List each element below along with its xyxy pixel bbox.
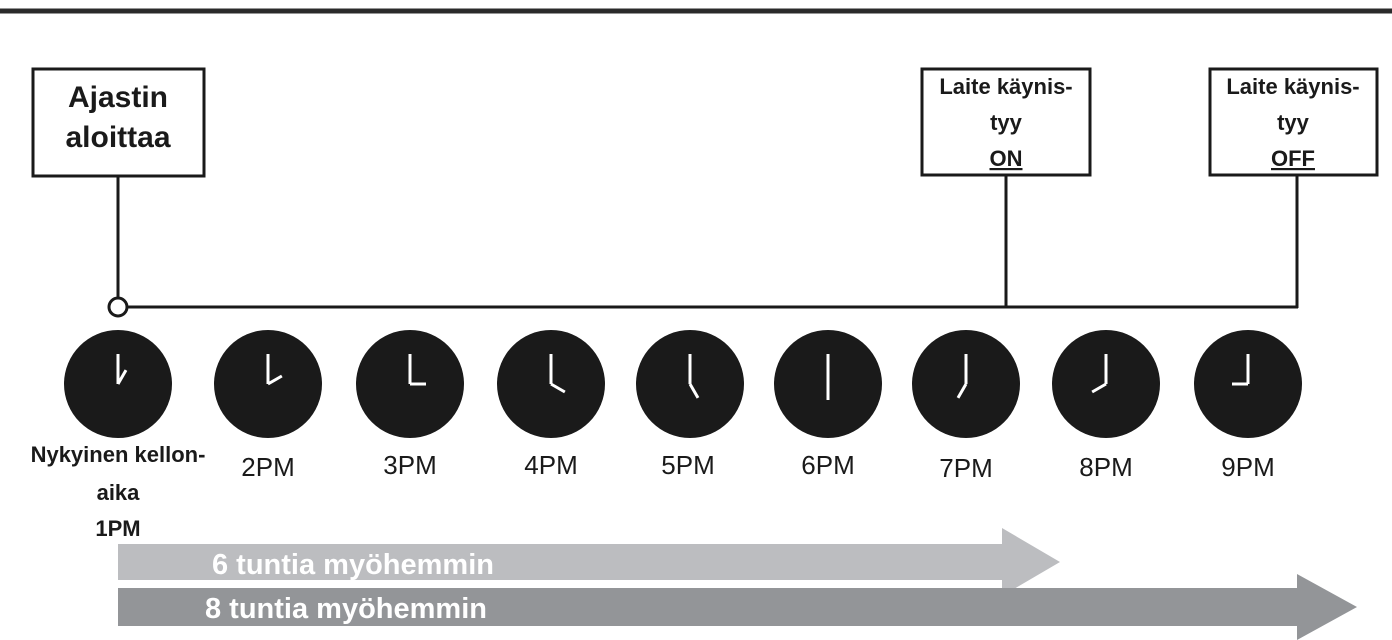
clock-7pm-icon <box>912 330 1020 438</box>
clock-8pm-icon <box>1052 330 1160 438</box>
device-off-line2: tyy <box>1277 110 1310 135</box>
eight-hours-label: 8 tuntia myöhemmin <box>205 593 487 625</box>
hour-label-4pm: 4PM <box>524 450 577 480</box>
hour-hand <box>267 374 283 386</box>
hour-label-7pm: 7PM <box>939 453 992 483</box>
timer-start-line1: Ajastin <box>68 81 168 114</box>
device-on-line1: Laite käynis- <box>939 74 1072 99</box>
clock-row <box>64 330 1302 438</box>
hour-label-2pm: 2PM <box>241 452 294 482</box>
current-time-line3: 1PM <box>95 516 140 541</box>
hour-hand <box>688 383 700 399</box>
hour-label-9pm: 9PM <box>1221 452 1274 482</box>
clock-2pm-icon <box>214 330 322 438</box>
clock-4pm-icon <box>497 330 605 438</box>
six-hours-arrow <box>118 528 1060 596</box>
timer-start-line2: aloittaa <box>65 121 170 154</box>
device-off-line1: Laite käynis- <box>1226 74 1359 99</box>
current-time-line1: Nykyinen kellon- <box>31 442 206 467</box>
hour-hand <box>956 383 968 399</box>
clock-9pm-icon <box>1194 330 1302 438</box>
device-on-line2: tyy <box>990 110 1023 135</box>
eight-hours-arrow <box>118 574 1357 640</box>
clock-3pm-icon <box>356 330 464 438</box>
current-time-line2: aika <box>97 480 141 505</box>
device-on-line3: ON <box>990 146 1023 171</box>
clock-6pm-icon <box>774 330 882 438</box>
hour-label-6pm: 6PM <box>801 450 854 480</box>
hour-label-5pm: 5PM <box>661 450 714 480</box>
hour-hand <box>1091 382 1107 394</box>
device-off-line3: OFF <box>1271 146 1315 171</box>
hour-hand <box>116 369 128 385</box>
hour-hand <box>550 382 566 394</box>
hour-label-8pm: 8PM <box>1079 452 1132 482</box>
timeline-start-marker <box>107 296 129 318</box>
six-hours-label: 6 tuntia myöhemmin <box>212 549 494 581</box>
clock-5pm-icon <box>636 330 744 438</box>
hour-label-3pm: 3PM <box>383 450 436 480</box>
clock-1pm-icon <box>64 330 172 438</box>
device-off-box <box>1208 67 1379 177</box>
device-on-box <box>920 67 1092 177</box>
